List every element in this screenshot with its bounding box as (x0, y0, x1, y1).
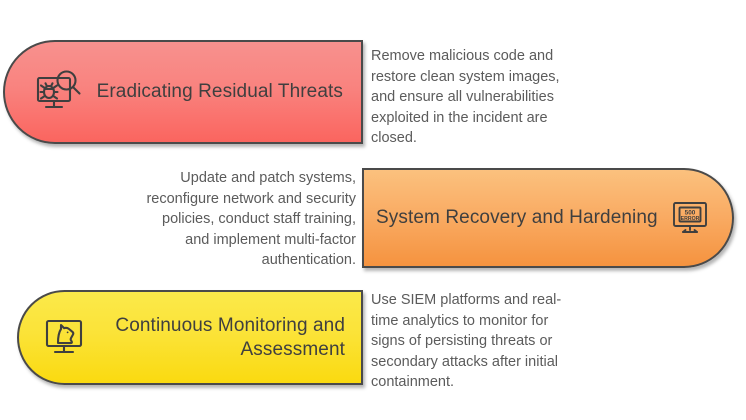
icon-500-text: 500 (685, 209, 696, 216)
monitor-bug-search-icon (33, 66, 85, 118)
icon-error-text: ERROR (681, 216, 700, 222)
bar-eradicating-residual-threats[interactable]: Eradicating Residual Threats (3, 40, 363, 144)
bar-recovery-title: System Recovery and Hardening (376, 207, 658, 229)
bar-monitoring-title: Continuous Monitoring and Assessment (115, 314, 345, 360)
description-continuous-monitoring-and-assessment: Use SIEM platforms and real-time analyti… (371, 292, 562, 390)
monitor-watchdog-icon (41, 313, 91, 363)
bar-eradicating-title: Eradicating Residual Threats (96, 81, 343, 103)
monitor-500-error-icon: 500 ERROR (670, 198, 710, 238)
bar-continuous-monitoring-and-assessment[interactable]: Continuous Monitoring and Assessment (17, 290, 363, 385)
description-eradicating-residual-threats: Remove malicious code and restore clean … (371, 48, 560, 146)
bar-system-recovery-and-hardening[interactable]: System Recovery and Hardening 500 ERROR (362, 168, 734, 268)
description-system-recovery-and-hardening: Update and patch systems, reconfigure ne… (146, 170, 356, 268)
